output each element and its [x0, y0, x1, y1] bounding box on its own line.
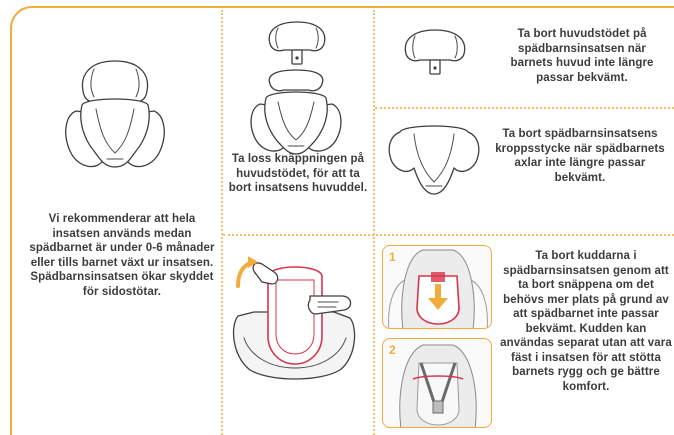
middle-top-description: Ta loss knäppningen på huvudstödet, för …: [224, 152, 372, 196]
right-top-description: Ta bort huvudstödet på spädbarnsinsatsen…: [500, 27, 664, 85]
step-2-photo: 2: [382, 338, 492, 428]
infant-insert-full-icon: [60, 55, 170, 185]
step-2-number: 2: [389, 343, 396, 357]
divider-horizontal-middle: [223, 234, 674, 236]
divider-vertical-right: [373, 10, 375, 435]
step-1-photo: 1: [382, 245, 492, 329]
divider-horizontal-right: [375, 107, 674, 109]
step-1-number: 1: [389, 250, 396, 264]
seat-harness-icon: [383, 339, 492, 428]
left-description: Vi rekommenderar att hela insatsen använ…: [24, 212, 220, 299]
insert-body-icon: [248, 70, 344, 160]
insert-body-icon: [386, 122, 482, 202]
right-bottom-description: Ta bort kuddarna i spädbarnsinsatsen gen…: [499, 249, 673, 394]
right-middle-description: Ta bort spädbarnsinsatsens kroppsstycke …: [494, 127, 666, 185]
seat-pillow-icon: [383, 246, 492, 329]
headrest-icon: [262, 20, 332, 65]
divider-vertical-left: [221, 10, 223, 435]
headrest-icon: [398, 28, 472, 76]
remove-insert-icon: [230, 256, 360, 386]
